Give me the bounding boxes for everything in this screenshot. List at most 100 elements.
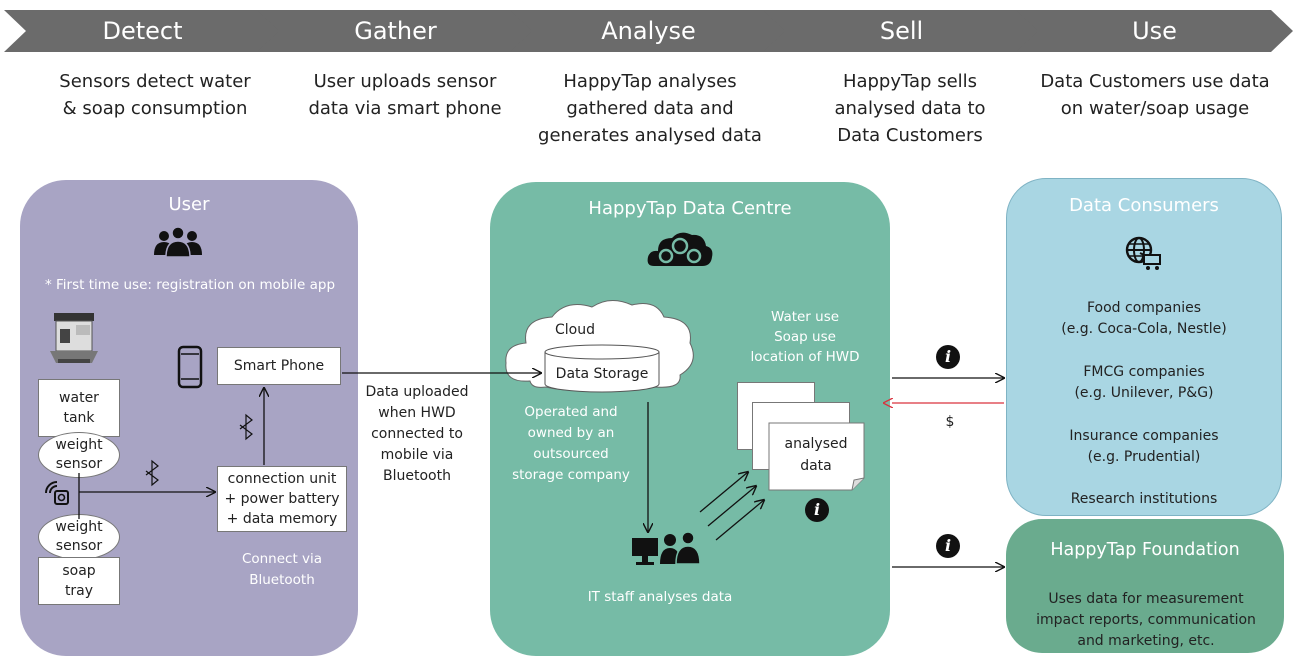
analysed-data-label: analysed data bbox=[770, 433, 862, 477]
consumer-research: Research institutions bbox=[1010, 489, 1278, 510]
consumer-line: Research institutions bbox=[1070, 491, 1218, 507]
note-line: location of HWD bbox=[750, 349, 860, 365]
box-line: sensor bbox=[55, 538, 103, 554]
weight-sensor-bottom: weight sensor bbox=[38, 514, 120, 560]
globe-cart-icon bbox=[1125, 236, 1161, 270]
box-line: sensor bbox=[55, 456, 103, 472]
upload-note: Data uploaded when HWD connected to mobi… bbox=[362, 382, 472, 487]
it-staff-note: IT staff analyses data bbox=[587, 589, 733, 605]
consumer-line: Food companies bbox=[1086, 300, 1202, 316]
registration-note: * First time use: registration on mobile… bbox=[44, 277, 336, 293]
step-use: Use bbox=[1016, 10, 1293, 52]
box-line: weight bbox=[55, 519, 103, 535]
data-types-note: Water use Soap use location of HWD bbox=[740, 307, 870, 367]
step-label: Gather bbox=[354, 17, 437, 45]
operated-note: Operated and owned by an outsourced stor… bbox=[506, 402, 636, 486]
box-line: weight bbox=[55, 437, 103, 453]
consumer-insurance: Insurance companies (e.g. Prudential) bbox=[1010, 426, 1278, 468]
data-storage-label: Data Storage bbox=[555, 366, 649, 382]
doc-line: data bbox=[800, 458, 832, 474]
note-line: owned by an bbox=[527, 425, 615, 441]
step-label: Detect bbox=[102, 17, 183, 45]
note-line: Bluetooth bbox=[249, 572, 315, 588]
step-label: Analyse bbox=[601, 17, 696, 45]
desc-line: HappyTap sells bbox=[842, 71, 978, 92]
desc-line: User uploads sensor bbox=[313, 71, 497, 92]
smart-phone-box: Smart Phone bbox=[217, 347, 341, 385]
note-line: when HWD bbox=[378, 405, 456, 421]
note-line: Water use bbox=[770, 309, 840, 325]
connect-via-note: Connect via Bluetooth bbox=[222, 549, 342, 591]
note-line: storage company bbox=[512, 467, 630, 483]
box-line: + data memory bbox=[226, 511, 338, 527]
note-line: mobile via bbox=[380, 447, 454, 463]
foundation-desc: Uses data for measurement impact reports… bbox=[1010, 589, 1282, 652]
note-line: connected to bbox=[371, 426, 463, 442]
it-staff-icon bbox=[632, 531, 701, 565]
sensor-icon bbox=[45, 481, 69, 505]
box-line: + power battery bbox=[224, 491, 340, 507]
step-detect: Detect bbox=[4, 10, 281, 52]
analysed-data-document bbox=[768, 422, 865, 491]
foundation-panel: HappyTap Foundation bbox=[1006, 519, 1284, 653]
box-line: water bbox=[59, 390, 99, 406]
info-icon: i bbox=[805, 498, 829, 522]
data-consumers-panel: Data Consumers bbox=[1006, 178, 1282, 516]
desc-line: Sensors detect water bbox=[59, 71, 251, 92]
step-label: Use bbox=[1132, 17, 1177, 45]
info-icon: i bbox=[936, 534, 960, 558]
chevron-shape bbox=[763, 10, 1040, 52]
note-line: Bluetooth bbox=[383, 468, 451, 484]
desc-line: generates analysed data bbox=[538, 125, 762, 146]
desc-line: Data Customers bbox=[837, 125, 983, 146]
desc-line: Data Customers use data bbox=[1040, 71, 1270, 92]
step-desc-analyse: HappyTap analyses gathered data and gene… bbox=[515, 68, 785, 149]
step-desc-sell: HappyTap sells analysed data to Data Cus… bbox=[775, 68, 1045, 149]
weight-sensor-top: weight sensor bbox=[38, 432, 120, 478]
step-desc-use: Data Customers use data on water/soap us… bbox=[1020, 68, 1290, 122]
note-line: outsourced bbox=[533, 446, 609, 462]
note-line: Connect via bbox=[241, 551, 323, 567]
consumer-line: Insurance companies bbox=[1069, 428, 1219, 444]
foundation-line: Uses data for measurement bbox=[1048, 591, 1244, 607]
foundation-line: impact reports, communication bbox=[1036, 612, 1256, 628]
chevron-shape bbox=[257, 10, 534, 52]
desc-line: on water/soap usage bbox=[1060, 98, 1250, 119]
box-line: connection unit bbox=[227, 471, 337, 487]
panel-title: User bbox=[168, 194, 210, 215]
chevron-shape bbox=[510, 10, 787, 52]
box-line: soap bbox=[62, 563, 96, 579]
desc-line: analysed data to bbox=[834, 98, 986, 119]
note-line: Soap use bbox=[774, 329, 836, 345]
step-desc-detect: Sensors detect water & soap consumption bbox=[20, 68, 290, 122]
connection-unit-box: connection unit + power battery + data m… bbox=[217, 466, 347, 532]
smartphone-icon bbox=[177, 345, 203, 389]
step-desc-gather: User uploads sensor data via smart phone bbox=[270, 68, 540, 122]
panel-title: HappyTap Data Centre bbox=[588, 198, 792, 219]
desc-line: & soap consumption bbox=[62, 98, 248, 119]
cloud-gears-icon bbox=[647, 232, 713, 266]
box-line: tray bbox=[64, 583, 94, 599]
step-sell: Sell bbox=[763, 10, 1040, 52]
step-label: Sell bbox=[879, 17, 924, 45]
payment-label: $ bbox=[945, 414, 955, 430]
box-label: Smart Phone bbox=[233, 358, 325, 374]
panel-title: Data Consumers bbox=[1069, 195, 1219, 216]
hand-wash-device-image bbox=[50, 313, 98, 363]
desc-line: data via smart phone bbox=[308, 98, 502, 119]
consumer-line: FMCG companies bbox=[1083, 364, 1205, 380]
panel-title: HappyTap Foundation bbox=[1050, 540, 1240, 560]
box-line: tank bbox=[63, 410, 95, 426]
desc-line: HappyTap analyses bbox=[563, 71, 737, 92]
chevron-shape bbox=[4, 10, 281, 52]
consumer-line: (e.g. Unilever, P&G) bbox=[1074, 385, 1214, 401]
info-icon: i bbox=[936, 345, 960, 369]
note-line: Operated and bbox=[524, 404, 618, 420]
consumer-line: (e.g. Prudential) bbox=[1087, 449, 1201, 465]
consumer-food: Food companies (e.g. Coca-Cola, Nestle) bbox=[1010, 298, 1278, 340]
cloud-label: Cloud bbox=[555, 322, 595, 338]
water-tank-box: water tank bbox=[38, 379, 120, 437]
consumer-line: (e.g. Coca-Cola, Nestle) bbox=[1061, 321, 1227, 337]
desc-line: gathered data and bbox=[566, 98, 734, 119]
step-analyse: Analyse bbox=[510, 10, 787, 52]
